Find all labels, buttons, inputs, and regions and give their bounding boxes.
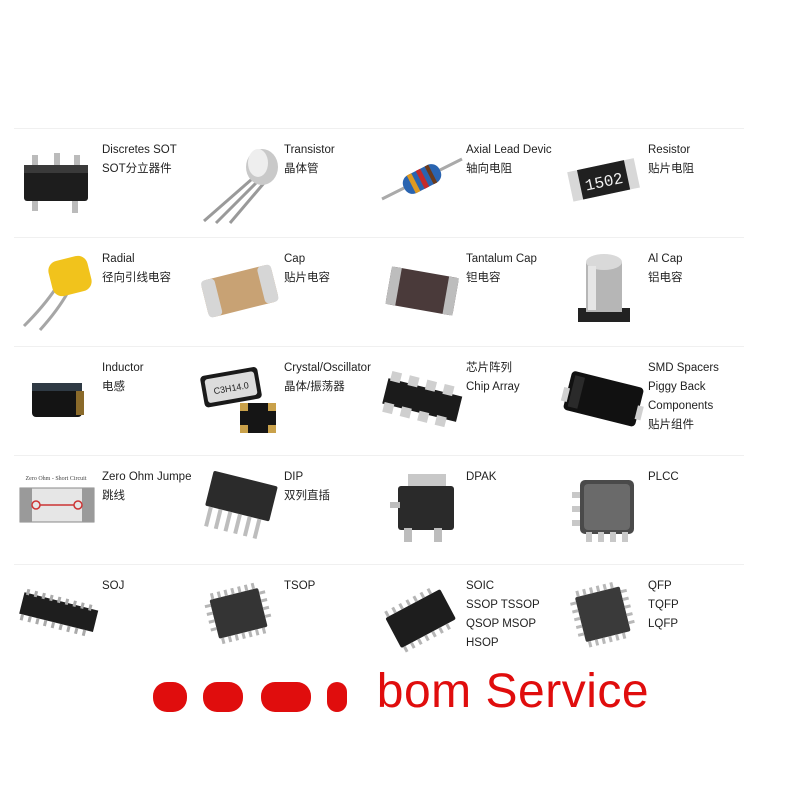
obscured-banner-text xyxy=(151,670,363,718)
axial-resistor-image xyxy=(378,139,464,225)
product-label-en: HSOP xyxy=(466,637,499,649)
product-radial[interactable]: Radial 径向引线电容 xyxy=(14,238,196,346)
product-label-cn: 贴片电容 xyxy=(284,272,330,284)
tsop-package-image xyxy=(196,575,282,661)
product-label-en: SMD Spacers xyxy=(648,362,719,374)
product-label-en: QSOP MSOP xyxy=(466,618,537,630)
product-cap[interactable]: Cap 贴片电容 xyxy=(196,238,378,346)
smd-spacer-image xyxy=(560,357,646,443)
product-label-cn: 跳线 xyxy=(102,490,125,502)
product-label-cn: SOT分立器件 xyxy=(102,163,172,175)
tantalum-capacitor-image xyxy=(378,248,464,334)
product-label-en: Cap xyxy=(284,253,306,265)
aluminum-capacitor-image xyxy=(560,248,646,334)
product-label-en: TQFP xyxy=(648,599,679,611)
product-label-en: Radial xyxy=(102,253,135,265)
dpak-package-image xyxy=(378,466,464,552)
product-label-cn: 芯片阵列 xyxy=(466,362,512,374)
product-label-en: Al Cap xyxy=(648,253,683,265)
product-label-en: Piggy Back xyxy=(648,381,706,393)
product-label-cn: 电感 xyxy=(102,381,125,393)
service-banner: bom Service xyxy=(0,664,800,719)
product-label-en: QFP xyxy=(648,580,672,592)
product-label-en: LQFP xyxy=(648,618,679,630)
jumper-diagram-label: Zero Ohm - Short Circuit xyxy=(26,476,87,482)
qfp-package-image xyxy=(560,575,646,661)
product-label-en: Crystal/Oscillator xyxy=(284,362,371,374)
smd-capacitor-image xyxy=(196,248,282,334)
soic-package-image xyxy=(378,575,464,661)
product-label-en: Axial Lead Devic xyxy=(466,144,552,156)
product-inductor[interactable]: Inductor 电感 xyxy=(14,347,196,455)
product-label-en: DIP xyxy=(284,471,304,483)
product-chip-array[interactable]: 芯片阵列 Chip Array xyxy=(378,347,560,455)
product-label-cn: 钽电容 xyxy=(466,272,501,284)
zero-ohm-jumper-image: Zero Ohm - Short Circuit xyxy=(14,466,100,552)
product-label-cn: 贴片电阻 xyxy=(648,163,694,175)
product-plcc[interactable]: PLCC xyxy=(560,456,742,564)
product-label-en: Discretes SOT xyxy=(102,144,177,156)
product-label-cn: 晶体管 xyxy=(284,163,319,175)
inductor-image xyxy=(14,357,100,443)
product-label-en: SSOP TSSOP xyxy=(466,599,540,611)
dip-package-image xyxy=(196,466,282,552)
product-label-en: Transistor xyxy=(284,144,335,156)
product-label-cn: 双列直插 xyxy=(284,490,330,502)
product-label-en: Resistor xyxy=(648,144,691,156)
product-label-en: Zero Ohm Jumpe xyxy=(102,471,192,483)
product-row: Discretes SOT SOT分立器件 Transistor 晶体管 Axial… xyxy=(14,128,744,237)
product-zero-ohm-jumper[interactable]: Zero Ohm - Short Circuit Zero Ohm Jumpe 跳… xyxy=(14,456,196,564)
product-crystal-oscillator[interactable]: C3H14.0 Crystal/Oscillator 晶体/振荡器 xyxy=(196,347,378,455)
product-tantalum-cap[interactable]: Tantalum Cap 钽电容 xyxy=(378,238,560,346)
product-label-en: SOIC xyxy=(466,580,495,592)
plcc-package-image xyxy=(560,466,646,552)
product-label-en: TSOP xyxy=(284,580,316,592)
product-soj[interactable]: SOJ xyxy=(14,565,196,673)
product-label-en: Chip Array xyxy=(466,381,520,393)
sot-package-image xyxy=(14,139,100,225)
product-label-en: PLCC xyxy=(648,471,679,483)
product-al-cap[interactable]: Al Cap 铝电容 xyxy=(560,238,742,346)
product-row: Inductor 电感 C3H14.0 Crystal/Oscillator 晶体/… xyxy=(14,346,744,455)
product-label-cn: 轴向电阻 xyxy=(466,163,512,175)
product-label-en: DPAK xyxy=(466,471,497,483)
radial-capacitor-image xyxy=(14,248,100,334)
product-transistor[interactable]: Transistor 晶体管 xyxy=(196,129,378,237)
product-label-en: Inductor xyxy=(102,362,144,374)
product-qfp[interactable]: QFP TQFP LQFP xyxy=(560,565,742,673)
product-dpak[interactable]: DPAK xyxy=(378,456,560,564)
product-grid: Discretes SOT SOT分立器件 Transistor 晶体管 Axial… xyxy=(14,128,744,673)
product-row: Zero Ohm - Short Circuit Zero Ohm Jumpe 跳… xyxy=(14,455,744,564)
product-tsop[interactable]: TSOP xyxy=(196,565,378,673)
product-label-en: Tantalum Cap xyxy=(466,253,537,265)
product-label-cn: 铝电容 xyxy=(648,272,683,284)
product-label-en: Components xyxy=(648,400,714,412)
product-row: Radial 径向引线电容 Cap 贴片电容 Tantalum Cap 钽电容 Al … xyxy=(14,237,744,346)
product-label-en: SOJ xyxy=(102,580,125,592)
product-dip[interactable]: DIP 双列直插 xyxy=(196,456,378,564)
product-label-cn: 晶体/振荡器 xyxy=(284,381,345,393)
product-label-cn: 径向引线电容 xyxy=(102,272,171,284)
product-row: SOJ TSOP SOIC SSOP TSSOP QSOP MSOP HSOP QFP… xyxy=(14,564,744,673)
soj-package-image xyxy=(14,575,100,661)
smd-resistor-image: 1502 xyxy=(560,139,646,225)
crystal-oscillator-image: C3H14.0 xyxy=(196,357,282,443)
product-label-cn: 贴片组件 xyxy=(648,419,694,431)
product-axial-lead-device[interactable]: Axial Lead Devic 轴向电阻 xyxy=(378,129,560,237)
banner-text: bom Service xyxy=(376,665,650,718)
chip-array-image xyxy=(378,357,464,443)
product-discretes-sot[interactable]: Discretes SOT SOT分立器件 xyxy=(14,129,196,237)
transistor-image xyxy=(196,139,282,225)
product-soic[interactable]: SOIC SSOP TSSOP QSOP MSOP HSOP xyxy=(378,565,560,673)
product-resistor[interactable]: 1502 Resistor 贴片电阻 xyxy=(560,129,742,237)
